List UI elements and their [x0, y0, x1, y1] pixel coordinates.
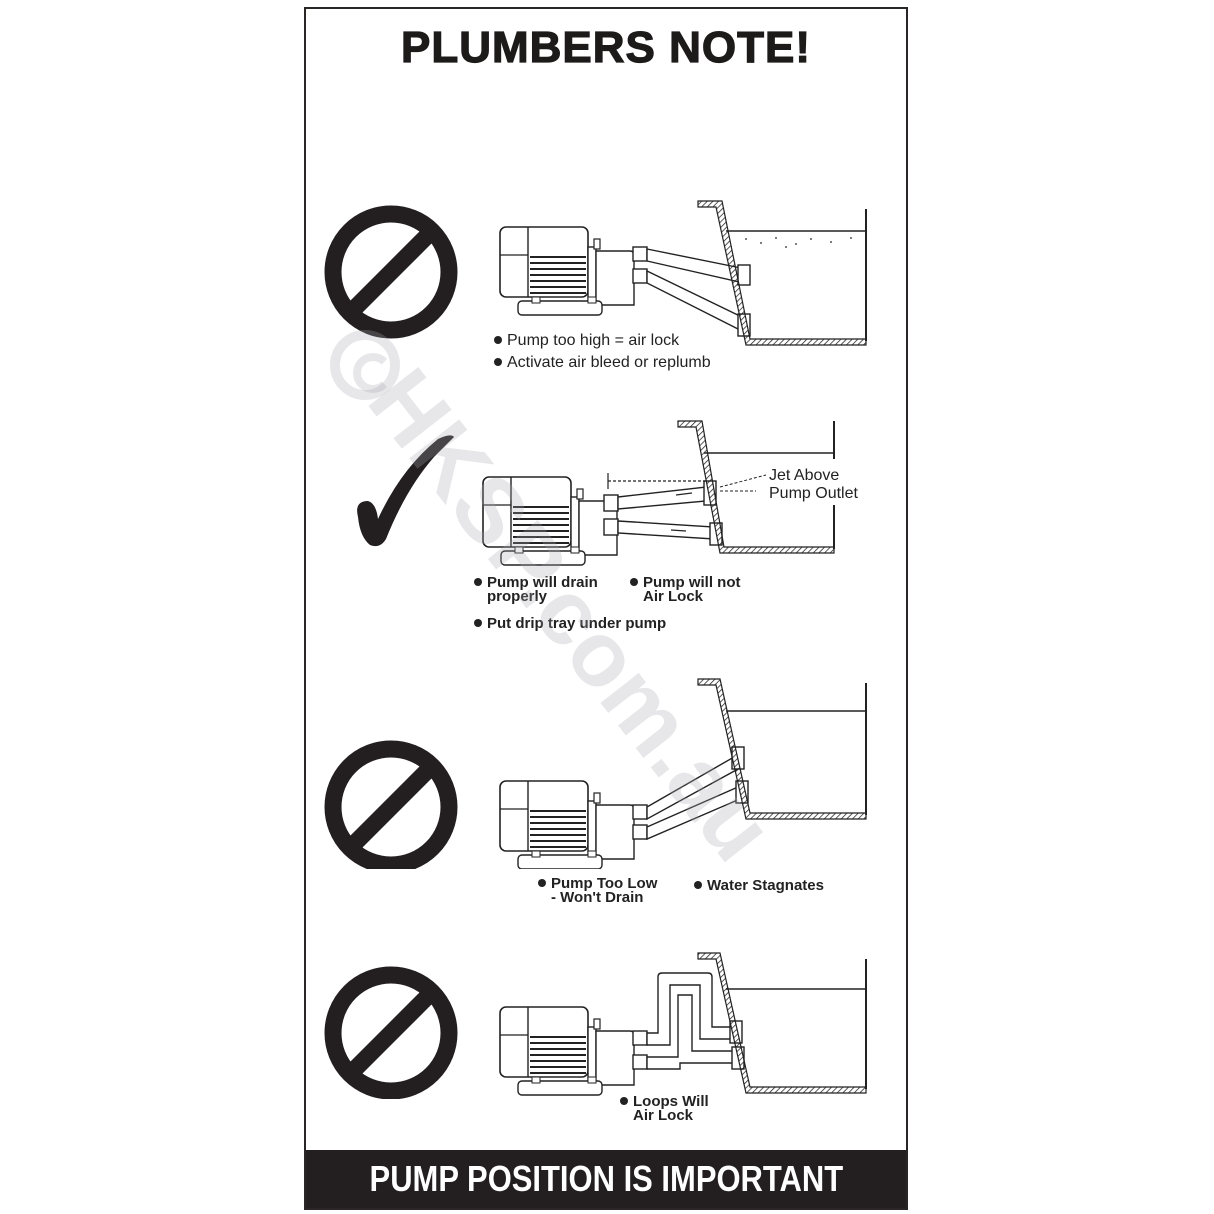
pump-diagram: [324, 952, 867, 1099]
note-pump-too-high: Pump too high = air lock: [494, 332, 679, 349]
note-drip-tray: Put drip tray under pump: [474, 615, 666, 632]
pump-diagram: [324, 678, 867, 869]
note-pump-too-low: Pump Too Low- Won't Drain: [538, 876, 657, 905]
bullet-icon: [694, 881, 702, 889]
prohibited-icon: [324, 966, 458, 1099]
bullet-icon: [620, 1097, 628, 1105]
page-title: PLUMBERS NOTE!: [400, 22, 811, 72]
panel-pump-too-high: Pump too high = air lock Activate air bl…: [306, 189, 906, 379]
prohibited-icon: [324, 740, 458, 869]
prohibited-icon: [324, 205, 458, 339]
note-water-stagnates: Water Stagnates: [694, 877, 824, 894]
footer-banner: PUMP POSITION IS IMPORTANT: [306, 1150, 906, 1208]
bullet-icon: [474, 619, 482, 627]
bullet-icon: [630, 578, 638, 586]
bullet-icon: [538, 879, 546, 887]
pump-diagram: [357, 420, 835, 566]
bullet-icon: [494, 358, 502, 366]
bullet-icon: [494, 336, 502, 344]
plumbers-note-card: PLUMBERS NOTE! Pump too high = air lock …: [304, 7, 908, 1210]
checkmark-icon: [357, 435, 454, 547]
note-activate-air-bleed: Activate air bleed or replumb: [494, 354, 711, 371]
bullet-icon: [474, 578, 482, 586]
panel-pump-too-low: Pump Too Low- Won't Drain Water Stagnate…: [306, 669, 906, 909]
pump-diagram: [324, 200, 867, 346]
